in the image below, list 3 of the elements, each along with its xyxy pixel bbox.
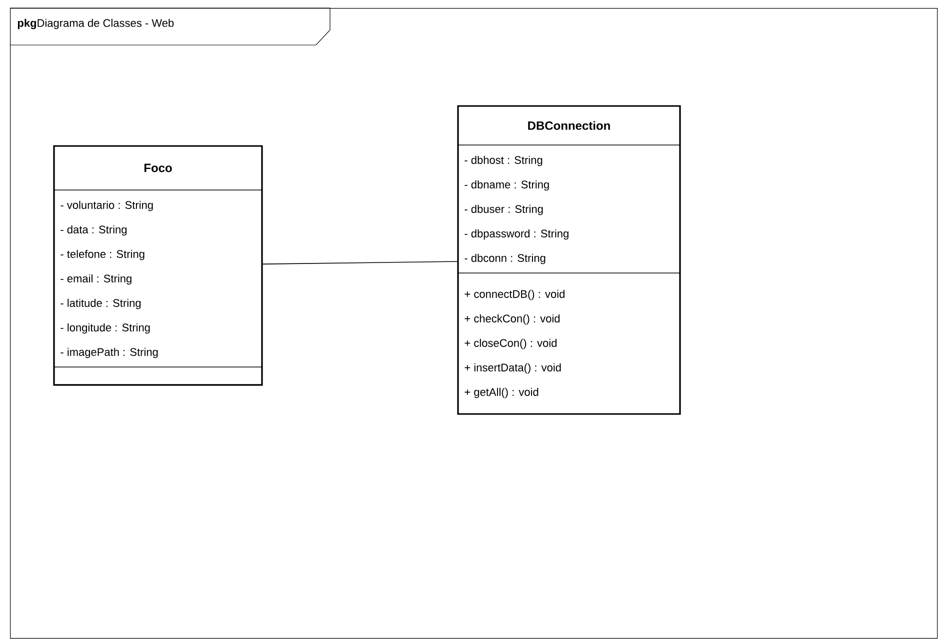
class-box: Foco - voluntario : String - data : String - telefone : String - email : String - latitude : String - longitude : String - imagePath : String [53,145,263,386]
class-box: DBConnection - dbhost : String - dbname : String - dbuser : String - dbpassword : String - dbconn : String + connectDB() : void + checkCon() : void + closeCon() : void + insertData() : void + getAll() : void [457,105,681,415]
association-line [262,261,458,264]
